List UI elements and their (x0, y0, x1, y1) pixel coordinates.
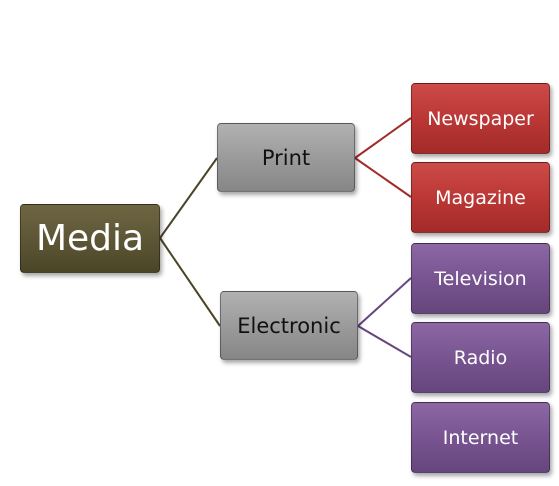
connector-media-electronic (159, 237, 221, 327)
connector-electronic-radio (357, 325, 412, 358)
node-newspaper-label: Newspaper (427, 107, 534, 130)
node-electronic: Electronic (220, 291, 358, 360)
node-print-label: Print (261, 145, 311, 170)
node-radio-label: Radio (453, 346, 508, 369)
node-newspaper: Newspaper (411, 83, 550, 154)
node-media: Media (20, 204, 160, 273)
connector-print-newspaper (354, 117, 412, 159)
node-television: Television (411, 243, 550, 314)
node-magazine: Magazine (411, 162, 550, 233)
node-magazine-label: Magazine (435, 186, 526, 209)
node-internet-label: Internet (442, 426, 519, 449)
node-print: Print (217, 123, 355, 192)
connector-print-magazine (354, 157, 412, 198)
connector-electronic-television (357, 277, 412, 327)
node-electronic-label: Electronic (237, 313, 341, 338)
node-television-label: Television (434, 267, 527, 290)
node-media-label: Media (35, 218, 145, 259)
node-radio: Radio (411, 322, 550, 393)
connector-media-print (159, 157, 218, 239)
node-internet: Internet (411, 402, 550, 473)
